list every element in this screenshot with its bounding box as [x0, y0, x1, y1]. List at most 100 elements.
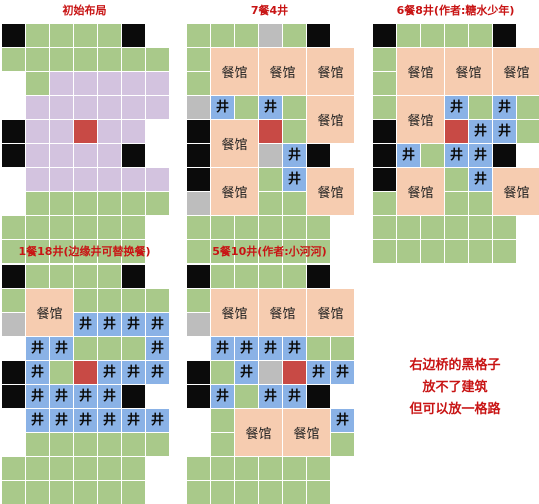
well-tile: 井 — [26, 337, 49, 360]
blocked-tile — [122, 144, 145, 167]
well-tile: 井 — [283, 337, 306, 360]
well-tile: 井 — [493, 120, 516, 143]
well-tile: 井 — [469, 120, 492, 143]
grass-tile — [445, 192, 468, 215]
grass-tile — [493, 216, 516, 239]
grass-tile — [469, 96, 492, 119]
restaurant-block: 餐馆 — [307, 289, 354, 336]
grass-tile — [122, 457, 145, 480]
well-tile: 井 — [331, 361, 354, 384]
blocked-tile — [2, 265, 25, 288]
restaurant-block: 餐馆 — [307, 96, 354, 143]
empty-tile — [331, 385, 354, 408]
empty-tile — [331, 216, 354, 239]
grass-tile — [211, 457, 234, 480]
grass-tile — [373, 96, 396, 119]
well-tile: 井 — [259, 337, 282, 360]
grass-tile — [259, 265, 282, 288]
restaurant-block: 餐馆 — [26, 289, 73, 336]
grass-tile — [74, 48, 97, 71]
well-tile: 井 — [122, 313, 145, 336]
center-tile — [445, 120, 468, 143]
grass-tile — [445, 240, 468, 263]
grass-tile — [74, 289, 97, 312]
blocked-tile — [187, 168, 210, 191]
grass-tile — [50, 457, 73, 480]
blocked-tile — [187, 265, 210, 288]
blocked-tile — [373, 168, 396, 191]
empty-tile — [331, 240, 354, 263]
blocked-tile — [187, 144, 210, 167]
grass-tile — [98, 48, 121, 71]
well-tile: 井 — [445, 144, 468, 167]
center-tile — [74, 361, 97, 384]
grass-tile — [187, 240, 210, 263]
well-tile: 井 — [98, 313, 121, 336]
well-tile: 井 — [26, 385, 49, 408]
grass-tile — [283, 457, 306, 480]
grass-tile — [259, 216, 282, 239]
blocked-tile — [373, 120, 396, 143]
blocked-tile — [307, 24, 330, 47]
grass-tile — [50, 192, 73, 215]
layout-panel-1-restaurant: 1餐18井(边缘井可替换餐) 井井井井井井井井井井井井井井井井井井井井井餐馆 — [2, 241, 169, 504]
grass-tile — [74, 216, 97, 239]
blocked-tile — [187, 361, 210, 384]
empty-tile — [146, 481, 169, 504]
area-tile — [98, 96, 121, 119]
area-tile — [74, 144, 97, 167]
well-tile: 井 — [493, 96, 516, 119]
blocked-tile — [2, 120, 25, 143]
blocked-tile — [307, 144, 330, 167]
grass-tile — [211, 24, 234, 47]
empty-tile — [517, 144, 539, 167]
well-tile: 井 — [146, 361, 169, 384]
layout-grid: 井井井井餐馆餐馆餐馆餐馆餐馆餐馆餐馆 — [187, 24, 354, 263]
grass-tile — [98, 433, 121, 456]
empty-tile — [2, 72, 25, 95]
blocked-tile — [187, 385, 210, 408]
well-tile: 井 — [74, 409, 97, 432]
grass-tile — [98, 289, 121, 312]
grass-tile — [517, 120, 539, 143]
well-tile: 井 — [98, 409, 121, 432]
area-tile — [74, 96, 97, 119]
grass-tile — [397, 24, 420, 47]
grass-tile — [187, 48, 210, 71]
grass-tile — [74, 457, 97, 480]
blocked-tile — [187, 120, 210, 143]
grass-tile — [26, 192, 49, 215]
grass-tile — [98, 265, 121, 288]
blocked-tile — [2, 24, 25, 47]
grass-tile — [187, 24, 210, 47]
grass-tile — [373, 72, 396, 95]
area-tile — [26, 168, 49, 191]
grass-tile — [307, 216, 330, 239]
grass-tile — [211, 240, 234, 263]
well-tile: 井 — [50, 385, 73, 408]
grass-tile — [26, 48, 49, 71]
empty-tile — [146, 216, 169, 239]
grass-tile — [50, 48, 73, 71]
grass-tile — [259, 192, 282, 215]
grass-tile — [50, 216, 73, 239]
note-line: 右边桥的黑格子 — [409, 358, 501, 373]
grass-tile — [98, 457, 121, 480]
grass-tile — [2, 481, 25, 504]
well-tile: 井 — [211, 96, 234, 119]
area-tile — [98, 120, 121, 143]
well-tile: 井 — [259, 385, 282, 408]
blocked-tile — [307, 385, 330, 408]
grass-tile — [235, 24, 258, 47]
empty-tile — [2, 168, 25, 191]
grass-tile — [307, 457, 330, 480]
grass-tile — [493, 240, 516, 263]
grass-tile — [122, 216, 145, 239]
grass-tile — [517, 96, 539, 119]
grass-tile — [373, 192, 396, 215]
empty-tile — [146, 240, 169, 263]
area-tile — [74, 72, 97, 95]
grass-tile — [50, 24, 73, 47]
area-tile — [50, 168, 73, 191]
grass-tile — [2, 216, 25, 239]
